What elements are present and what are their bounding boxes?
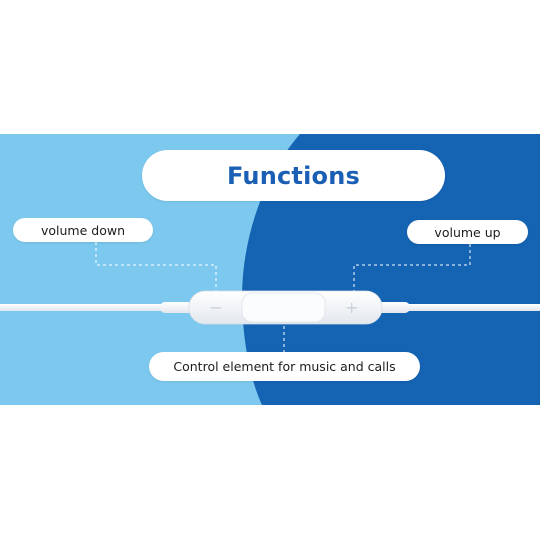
title: Functions xyxy=(227,161,360,190)
infographic-panel: Functions volume down volume up Control … xyxy=(0,134,540,405)
cable-left xyxy=(0,304,192,311)
control-label-pill: Control element for music and calls xyxy=(149,352,420,381)
connector-volume-down xyxy=(95,242,217,292)
cable-right xyxy=(378,304,540,311)
title-pill: Functions xyxy=(142,150,445,201)
connector-volume-up xyxy=(353,244,471,292)
control-label: Control element for music and calls xyxy=(173,359,396,374)
volume-down-label-pill: volume down xyxy=(13,218,153,242)
volume-up-label: volume up xyxy=(434,224,501,240)
dark-blue-area xyxy=(242,134,540,405)
volume-up-label-pill: volume up xyxy=(407,220,528,244)
center-button xyxy=(241,292,326,323)
cable-collar-right xyxy=(376,302,410,313)
plus-icon: + xyxy=(345,298,359,317)
earphone-remote xyxy=(0,290,540,325)
minus-icon: − xyxy=(209,298,223,317)
cable-collar-left xyxy=(160,302,194,313)
volume-down-label: volume down xyxy=(40,222,125,238)
